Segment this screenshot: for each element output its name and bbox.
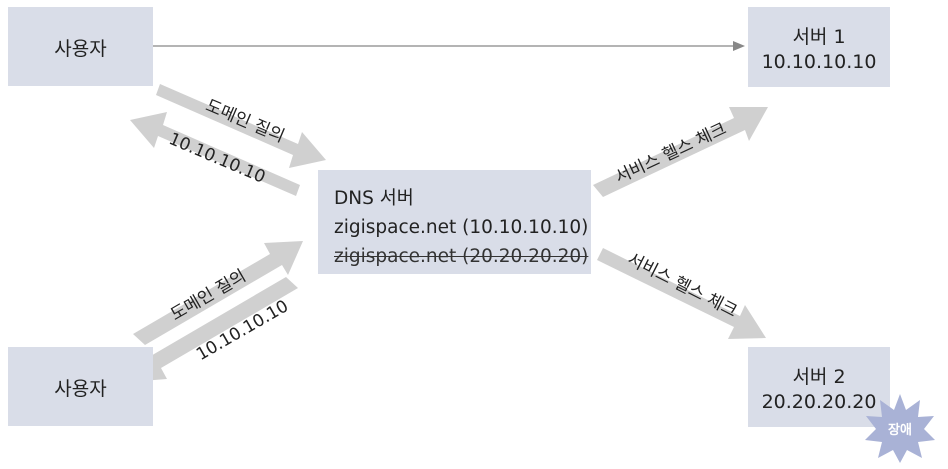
reply-arrow-bottom xyxy=(129,277,298,382)
server1-ip: 10.10.10.10 xyxy=(761,51,877,73)
user-label-bottom: 사용자 xyxy=(54,378,107,400)
health-check-label-2: 서비스 헬스 체크 xyxy=(624,249,740,321)
server2-box: 서버 2 20.20.20.20 xyxy=(748,347,890,427)
query-label-top: 도메인 질의 xyxy=(203,96,288,147)
fault-badge-label: 장애 xyxy=(888,423,912,438)
reply-label-top: 10.10.10.10 xyxy=(166,129,268,188)
health-check-label-1: 서비스 헬스 체크 xyxy=(612,119,729,188)
fault-badge: 장애 xyxy=(864,392,936,464)
server2-ip: 20.20.20.20 xyxy=(761,391,877,413)
user-label-top: 사용자 xyxy=(54,38,107,60)
server1-name: 서버 1 xyxy=(792,26,846,48)
query-arrow-top xyxy=(156,84,326,168)
direct-connection-arrowhead xyxy=(733,41,745,51)
server2-name: 서버 2 xyxy=(792,366,846,388)
server1-box: 서버 1 10.10.10.10 xyxy=(748,7,890,87)
dns-server-box: DNS 서버 zigispace.net (10.10.10.10) zigis… xyxy=(318,170,591,274)
user-box-bottom: 사용자 xyxy=(8,347,153,426)
user-box-top: 사용자 xyxy=(8,7,153,86)
reply-arrow-top xyxy=(130,112,300,196)
dns-record-active: zigispace.net (10.10.10.10) xyxy=(334,217,589,238)
health-check-arrow-1 xyxy=(593,107,768,197)
fault-burst-icon xyxy=(865,394,935,463)
dns-record-removed: zigispace.net (20.20.20.20) xyxy=(334,246,589,267)
dns-title: DNS 서버 xyxy=(334,188,414,209)
query-arrow-bottom xyxy=(133,241,303,345)
health-check-arrow-2 xyxy=(597,248,766,339)
